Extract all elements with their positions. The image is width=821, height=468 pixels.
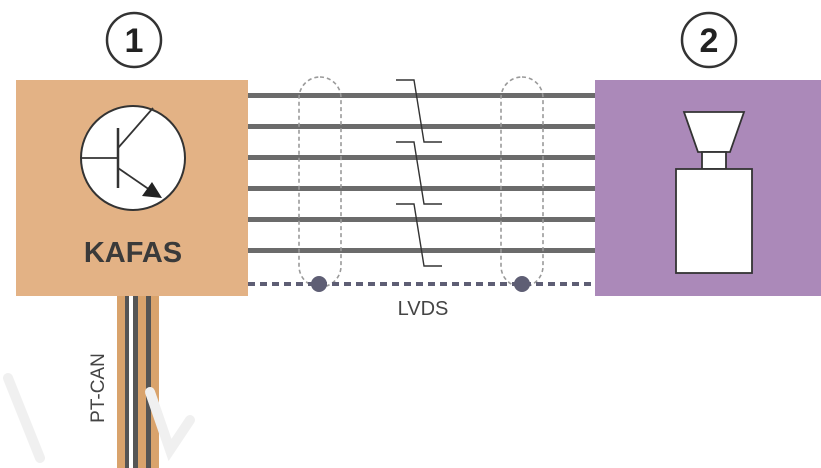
lvds-label: LVDS xyxy=(398,298,449,320)
watermark-strokes xyxy=(3,373,195,463)
kafas-label: KAFAS xyxy=(84,237,182,269)
callout-2-label: 2 xyxy=(700,22,719,60)
callout-2: 2 xyxy=(680,11,738,69)
pt-can-label: PT-CAN xyxy=(88,353,109,423)
camera-icon xyxy=(675,111,753,274)
twisted-pair-markers xyxy=(396,79,442,267)
pt-can-wires xyxy=(117,296,159,468)
callout-1: 1 xyxy=(105,11,163,69)
shield-node-left xyxy=(311,276,327,292)
callout-1-label: 1 xyxy=(125,22,144,60)
transistor-icon xyxy=(80,105,186,211)
shield-node-right xyxy=(514,276,530,292)
